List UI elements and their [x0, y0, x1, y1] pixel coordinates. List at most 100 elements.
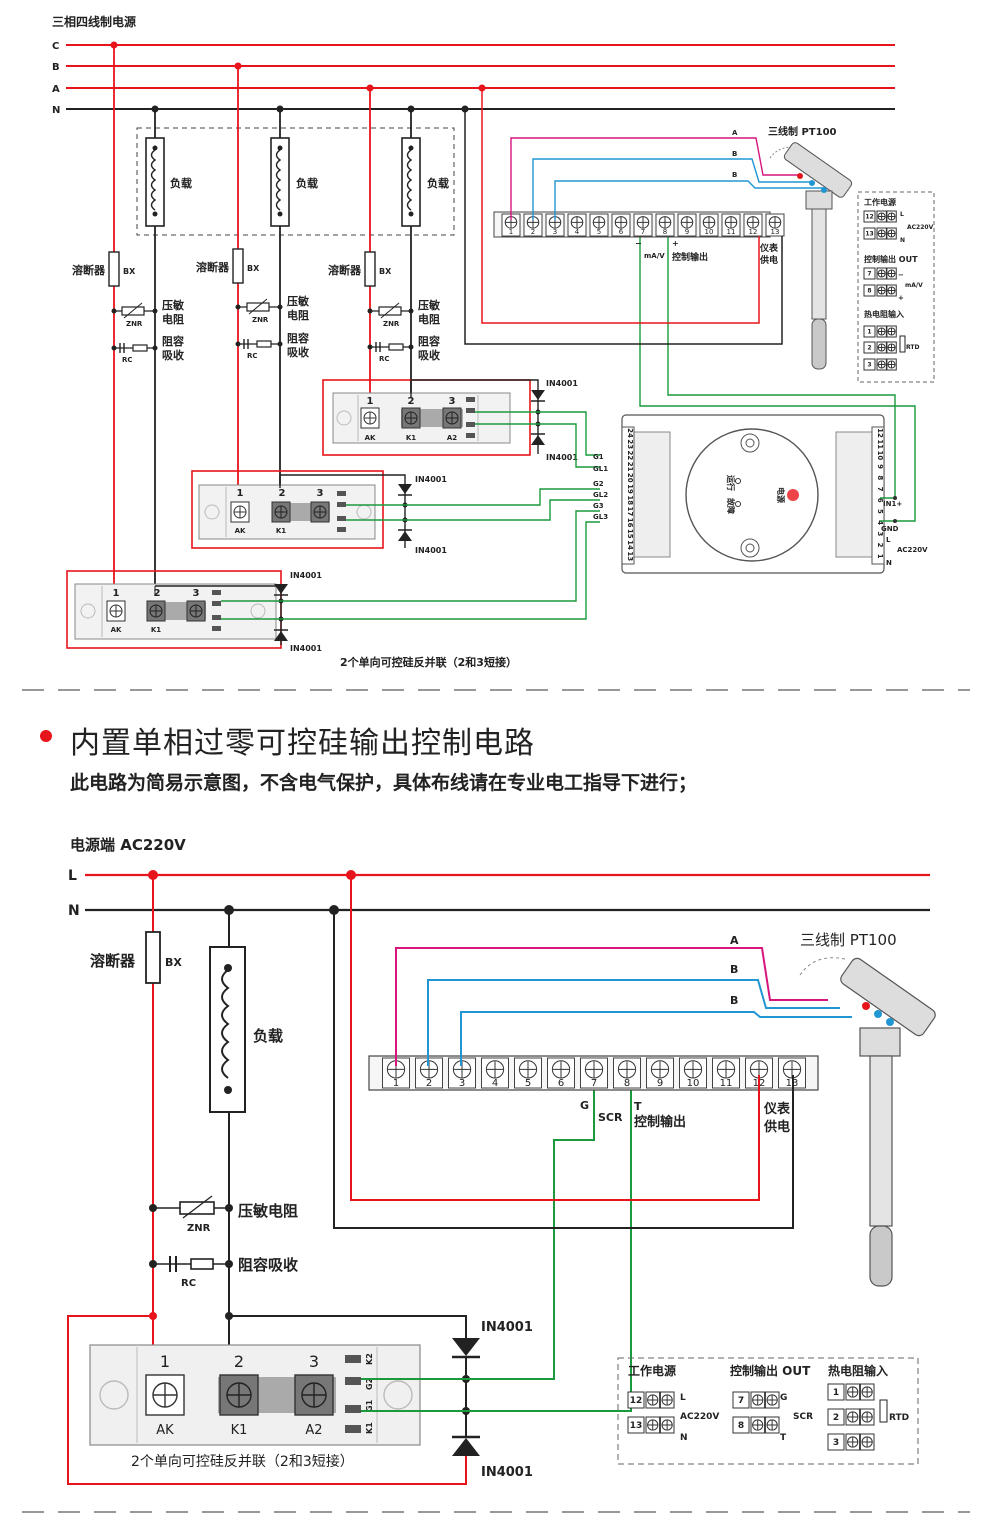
svg-text:G2: G2	[365, 1378, 374, 1390]
svg-text:AK: AK	[111, 626, 122, 634]
top-terminal-number: 6	[619, 228, 624, 236]
load-coil-3	[401, 137, 421, 227]
svg-text:AC220V: AC220V	[907, 224, 934, 231]
top-pt100-label: 三线制 PT100	[768, 125, 837, 138]
bottom-rc-label: RC	[181, 1278, 196, 1289]
bottom-terminal-number: 3	[459, 1078, 465, 1089]
legend-terminal: 8	[732, 1416, 780, 1434]
svg-text:A: A	[730, 934, 739, 947]
bottom-fuse-label: 溶断器	[90, 952, 136, 970]
rc-text-1a: 阻容	[162, 334, 184, 348]
bottom-terminal-8: 8	[613, 1057, 641, 1089]
bottom-terminal-number: 9	[657, 1078, 663, 1089]
top-terminal-6: 6	[611, 213, 631, 237]
svg-text:1: 1	[160, 1352, 170, 1371]
svg-text:A2: A2	[447, 434, 457, 442]
svg-text:AC220V: AC220V	[897, 546, 928, 554]
svg-text:K1: K1	[276, 527, 286, 535]
legend-terminal: 8	[863, 284, 897, 297]
bottom-varistor-label: 压敏电阻	[238, 1202, 298, 1220]
svg-text:mA/V: mA/V	[644, 252, 665, 260]
rc-text-1b: 吸收	[162, 348, 184, 362]
rc-text-3b: 吸收	[418, 348, 440, 362]
svg-text:供电: 供电	[763, 1119, 790, 1135]
svg-text:工作电源: 工作电源	[628, 1363, 676, 1378]
fuse-label-3: 溶断器	[328, 263, 362, 277]
svg-text:K1: K1	[151, 626, 161, 634]
varistor-text-3a: 压敏	[418, 298, 441, 312]
top-note: 2个单向可控硅反并联（2和3短接）	[340, 655, 517, 669]
scr2-terminal-a2	[310, 501, 330, 523]
trigger-right-pin: 4	[876, 520, 884, 525]
scr2-terminal-k1	[271, 501, 291, 523]
bottom-terminal-number: 5	[525, 1078, 531, 1089]
bottom-terminal-number: 11	[720, 1078, 733, 1089]
rc-label-2: RC	[247, 352, 258, 360]
rc-label-1: RC	[122, 356, 133, 364]
section-subtitle: 此电路为简易示意图，不含电气保护，具体布线请在专业电工指导下进行；	[70, 772, 698, 794]
top-terminal-number: 8	[663, 228, 667, 236]
varistor-text-2a: 压敏	[287, 294, 310, 308]
bottom-terminal-number: 2	[426, 1078, 432, 1089]
svg-text:−: −	[635, 239, 642, 248]
svg-text:IN4001: IN4001	[290, 644, 322, 653]
svg-text:IN4001: IN4001	[546, 453, 578, 462]
trigger-right-pin: 12	[876, 428, 884, 438]
svg-text:3: 3	[317, 488, 324, 499]
svg-text:3: 3	[193, 588, 200, 599]
svg-text:控制输出: 控制输出	[672, 251, 708, 263]
trigger-right-pin: 7	[876, 487, 884, 492]
svg-text:供电: 供电	[759, 254, 778, 266]
svg-text:AK: AK	[156, 1423, 174, 1438]
svg-text:T: T	[634, 1100, 642, 1113]
top-pt100-sensor	[769, 142, 853, 370]
znr-label-1: ZNR	[126, 320, 143, 328]
bottom-diagram: 电源端 AC220V L N 溶断器 BX 负载 ZNR	[67, 836, 936, 1485]
svg-text:热电阻输入: 热电阻输入	[828, 1363, 888, 1378]
bottom-terminal-a2	[294, 1374, 334, 1416]
svg-text:L: L	[680, 1393, 686, 1403]
trigger-right-pin: 6	[876, 498, 884, 503]
svg-text:IN4001: IN4001	[415, 546, 447, 555]
rc-text-3a: 阻容	[418, 334, 440, 348]
svg-text:7: 7	[738, 1396, 744, 1406]
trigger-right-pin: 1	[876, 554, 884, 559]
svg-text:K1: K1	[365, 1422, 374, 1434]
fuse-label-1: 溶断器	[72, 263, 106, 277]
fuse-3	[364, 251, 376, 287]
fuse-1	[108, 251, 120, 287]
top-terminal-10: 10	[699, 213, 719, 237]
top-terminal-number: 12	[749, 228, 758, 236]
bottom-terminal-number: 7	[591, 1078, 597, 1089]
svg-text:K2: K2	[365, 1353, 374, 1365]
top-terminal-number: 3	[553, 228, 557, 236]
bottom-terminal-k1	[219, 1374, 259, 1416]
svg-text:RTD: RTD	[906, 344, 919, 351]
legend-terminal: 7	[863, 267, 897, 280]
scr1-terminal-ak	[106, 600, 126, 622]
bottom-terminal-ak	[145, 1374, 185, 1416]
bottom-load-label: 负载	[253, 1027, 283, 1045]
phase-label-c: C	[52, 41, 59, 52]
trigger-left-pin: 19	[626, 484, 634, 494]
top-terminal-number: 13	[771, 228, 780, 236]
trigger-left-pin: 23	[626, 439, 634, 449]
trigger-left-pin: 24	[626, 428, 634, 438]
svg-text:控制输出 OUT: 控制输出 OUT	[864, 254, 918, 264]
bottom-terminal-9: 9	[646, 1057, 674, 1089]
top-terminal-4: 4	[567, 213, 587, 237]
section-bullet	[40, 730, 52, 742]
varistor-text-2b: 电阻	[287, 308, 309, 322]
svg-text:2: 2	[408, 396, 415, 407]
trigger-right-pin: 10	[876, 451, 884, 461]
znr-label-2: ZNR	[252, 316, 269, 324]
trigger-left-pin: 13	[626, 551, 634, 561]
svg-text:B: B	[730, 994, 738, 1007]
top-diagram: 三相四线制电源 C B A N 负载	[52, 14, 935, 669]
bottom-fuse	[145, 931, 161, 984]
top-terminal-12: 12	[743, 213, 763, 237]
svg-text:G: G	[780, 1393, 787, 1403]
